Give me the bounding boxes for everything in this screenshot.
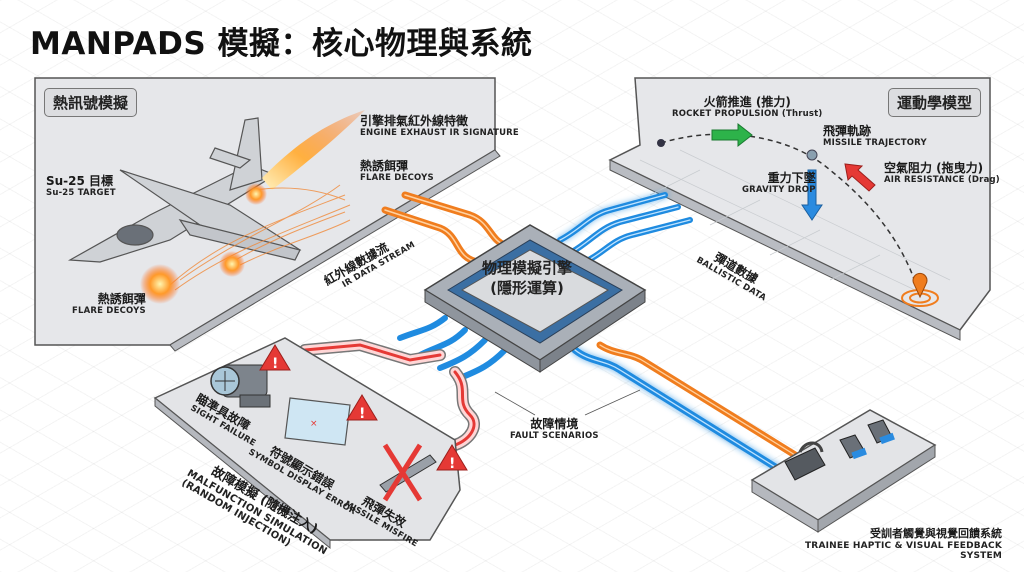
label-engine-exhaust: 引擎排氣紅外線特徵 ENGINE EXHAUST IR SIGNATURE bbox=[360, 114, 519, 138]
thermal-panel-tag: 熱訊號模擬 bbox=[44, 88, 138, 117]
warning-icon: ! bbox=[346, 394, 378, 422]
label-feedback-system: 受訓者觸覺與視覺回饋系統 TRAINEE HAPTIC & VISUAL FEE… bbox=[804, 527, 1002, 561]
feedback-system-panel bbox=[750, 409, 937, 533]
svg-text:!: ! bbox=[359, 406, 365, 422]
label-air-resistance: 空氣阻力 (拖曳力) AIR RESISTANCE (Drag) bbox=[884, 161, 1000, 185]
physics-engine-label: 物理模擬引擎 (隱形運算) bbox=[481, 259, 572, 298]
trajectory-point bbox=[806, 149, 818, 161]
label-su25-target: Su-25 目標 Su-25 TARGET bbox=[46, 174, 116, 198]
physics-engine-chip bbox=[423, 224, 647, 373]
drag-arrow-icon bbox=[844, 163, 876, 192]
flare-burst-icon bbox=[245, 183, 267, 205]
svg-text:!: ! bbox=[449, 456, 455, 472]
haptic-glove-icon bbox=[839, 434, 867, 460]
page-title: MANPADS 模擬：核心物理與系統 bbox=[30, 26, 533, 62]
label-flare-decoys-top: 熱誘餌彈 FLARE DECOYS bbox=[360, 159, 434, 183]
warning-icon: ! bbox=[436, 444, 468, 472]
launch-point bbox=[657, 139, 665, 147]
thrust-arrow-icon bbox=[711, 122, 753, 148]
feedback-data-stream bbox=[570, 341, 799, 475]
target-marker-icon bbox=[901, 272, 939, 307]
display-error-icon: × bbox=[284, 397, 351, 446]
su25-aircraft bbox=[67, 117, 302, 263]
label-fault-scenarios: 故障情境 FAULT SCENARIOS bbox=[510, 417, 599, 441]
label-missile-trajectory: 飛彈軌跡 MISSILE TRAJECTORY bbox=[823, 124, 927, 148]
ballistic-data-stream bbox=[556, 191, 693, 265]
kinematics-panel-tag: 運動學模型 bbox=[888, 88, 982, 117]
label-rocket-propulsion: 火箭推進 (推力) ROCKET PROPULSION (Thrust) bbox=[672, 95, 823, 119]
kinematics-panel bbox=[608, 77, 991, 341]
gravity-arrow-icon bbox=[801, 169, 823, 221]
svg-text:×: × bbox=[310, 419, 318, 429]
svg-text:!: ! bbox=[272, 356, 278, 372]
flare-decoys bbox=[169, 184, 351, 291]
flare-burst-icon bbox=[140, 264, 180, 304]
missile-misfire-icon bbox=[379, 443, 437, 502]
vr-headset-icon bbox=[784, 441, 826, 481]
warning-icon: ! bbox=[259, 344, 291, 372]
leader-lines bbox=[494, 389, 641, 416]
label-flare-decoys-bottom: 熱誘餌彈 FLARE DECOYS bbox=[72, 292, 146, 316]
scope-icon bbox=[210, 364, 271, 408]
flare-burst-icon bbox=[219, 251, 245, 277]
fault-scenario-stream bbox=[299, 338, 480, 451]
label-gravity-drop: 重力下墜 GRAVITY DROP bbox=[742, 171, 816, 195]
exhaust-flame-icon bbox=[262, 110, 365, 190]
haptic-glove-icon bbox=[867, 419, 895, 445]
